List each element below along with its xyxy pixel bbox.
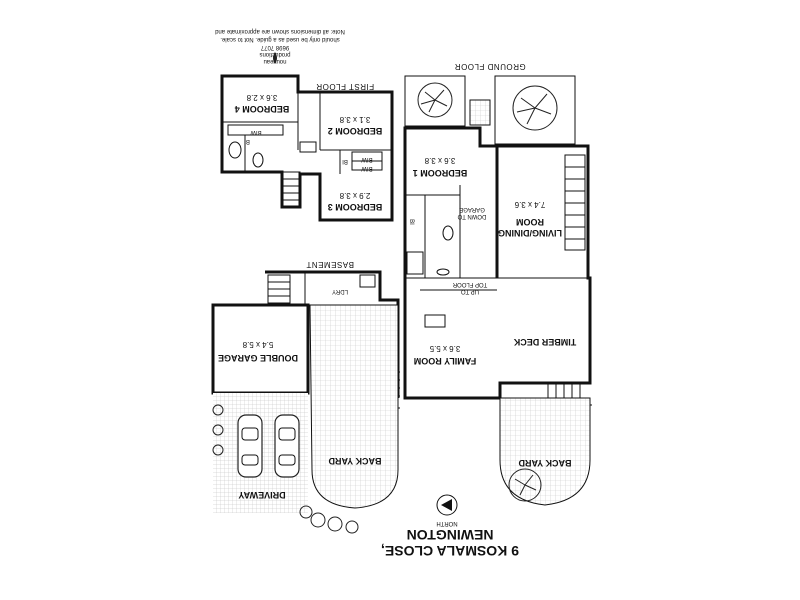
car-icon <box>274 414 300 478</box>
bedroom4-label: BEDROOM 4 <box>235 104 290 114</box>
ground-floor-stairs-right <box>564 154 586 251</box>
living-label-2: ROOM <box>516 217 544 227</box>
driveway-label: DRIVEWAY <box>238 490 285 500</box>
tree-icon <box>508 468 542 502</box>
up-label-2: TOP FLOOR <box>452 281 487 287</box>
biw-label-1: BIW <box>250 129 262 135</box>
basement: BASEMENT LDRY DOUBLE GARAGE 5.4 x 5.8 BA… <box>211 260 400 534</box>
backyard-basement-label: BACK YARD <box>328 456 382 466</box>
address-title-line-2: NEWINGTON <box>407 527 494 543</box>
first-floor-label: FIRST FLOOR <box>316 82 374 91</box>
timber-label: TIMBER DECK <box>513 337 576 347</box>
ground-floor-label: GROUND FLOOR <box>454 62 525 71</box>
laundry-label: LDRY <box>332 288 348 294</box>
tree-icon <box>417 82 453 118</box>
bedroom4-dims: 3.6 x 2.8 <box>246 93 277 102</box>
north-arrow-icon <box>441 499 452 511</box>
bedroom3-label: BEDROOM 3 <box>328 202 383 212</box>
down-label-2: GARAGE <box>459 206 485 212</box>
north-arrow: NORTH <box>436 494 458 526</box>
bi-label-2: BI <box>342 158 348 164</box>
basement-stairs <box>267 274 291 304</box>
ground-floor: GROUND FLOOR <box>377 62 592 506</box>
basement-label: BASEMENT <box>306 260 354 269</box>
family-dims: 3.6 x 5.5 <box>429 344 460 353</box>
living-dims: 7.4 x 3.6 <box>514 200 545 209</box>
up-label-1: UP TO <box>461 288 479 294</box>
garage-label: DOUBLE GARAGE <box>218 353 298 363</box>
family-label: FAMILY ROOM <box>414 356 477 366</box>
first-floor-stairs <box>281 171 301 208</box>
biw-label-2: BIW <box>361 156 373 162</box>
disclaimer-line-2: should only be used as a guide. Not to s… <box>220 36 340 42</box>
address-title-line-1: 9 KOSMALA CLOSE, <box>381 543 519 559</box>
bedroom3-dims: 2.9 x 3.8 <box>339 191 370 200</box>
down-label-1: DOWN TO <box>457 213 486 219</box>
bedroom1-label: BEDROOM 1 <box>413 168 468 178</box>
disclaimer-line-1: Note: all dimensions shown are approxima… <box>215 28 345 34</box>
bi-label-1: BI <box>244 138 250 144</box>
shrub-icon <box>212 404 359 534</box>
bedroom2-label: BEDROOM 2 <box>328 126 383 136</box>
brand-logo-icon <box>273 52 277 64</box>
garage-dims: 5.4 x 5.8 <box>242 340 273 349</box>
bedroom2-dims: 3.1 x 3.8 <box>339 115 370 124</box>
brand-phone: 9698 7077 <box>260 44 289 50</box>
branding: Note: all dimensions shown are approxima… <box>215 28 345 64</box>
bi-label-3: BI <box>408 219 414 225</box>
living-label-1: LIVING/DINING <box>498 228 562 238</box>
tree-icon <box>512 85 558 131</box>
first-floor: FIRST FLOOR BEDROOM 4 3.6 x 2.8 BEDROOM … <box>220 74 394 222</box>
bedroom1-dims: 3.6 x 3.8 <box>424 156 455 165</box>
backyard-ground-label: BACK YARD <box>518 458 572 468</box>
north-label: NORTH <box>436 520 457 526</box>
car-icon <box>237 414 263 478</box>
biw-label-3: BIW <box>361 165 373 171</box>
